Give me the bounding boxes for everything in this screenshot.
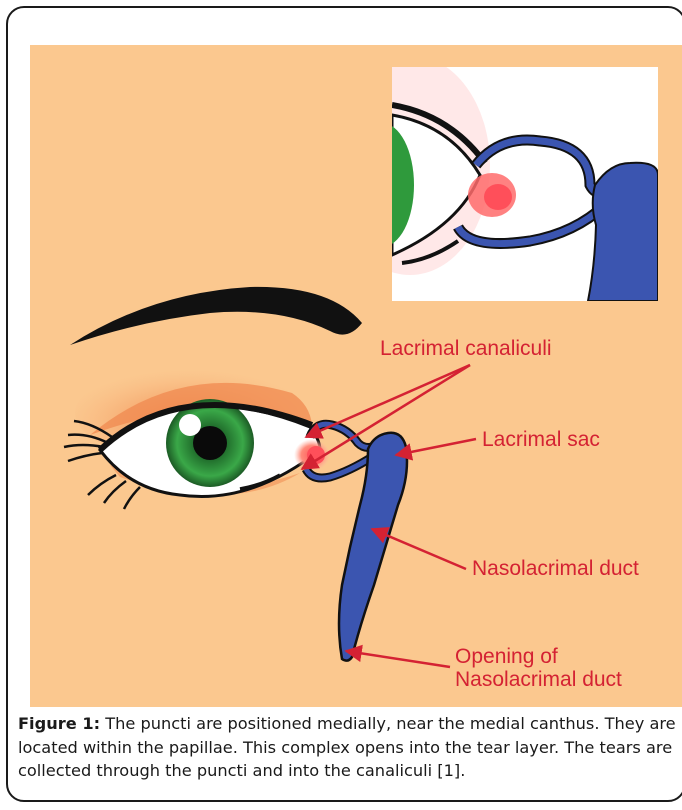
label-opening-line2: Nasolacrimal duct [455,668,622,691]
caption-text: The puncti are positioned medially, near… [18,714,676,780]
label-nasolacrimal-duct: Nasolacrimal duct [472,557,639,580]
lacrimal-system-diagram: Lacrimal canaliculi Lacrimal sac Nasolac… [30,45,682,707]
label-lacrimal-canaliculi: Lacrimal canaliculi [380,337,552,360]
figure-label: Figure 1: [18,714,100,733]
label-opening-line1: Opening of [455,645,558,668]
eye-highlight [179,414,201,436]
label-lacrimal-sac: Lacrimal sac [482,428,600,451]
figure-caption: Figure 1: The puncti are positioned medi… [18,712,682,783]
